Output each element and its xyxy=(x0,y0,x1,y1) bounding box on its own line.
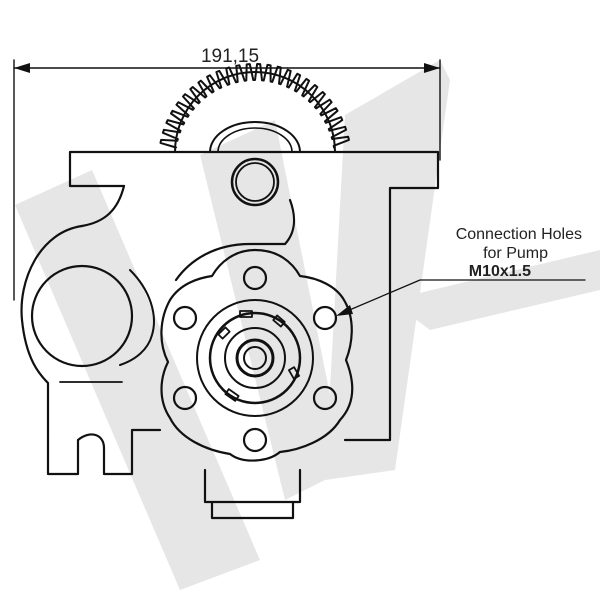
mounting-flange xyxy=(68,150,440,292)
dimension-line xyxy=(13,59,441,301)
w-logo-watermark xyxy=(15,60,600,590)
callout-line-1: Connection Holes xyxy=(456,226,582,243)
callout-line-2: for Pump xyxy=(483,245,548,262)
side-lug xyxy=(20,224,162,476)
connection-hole-upper-right xyxy=(312,305,338,331)
callout-leader xyxy=(339,279,586,315)
connection-hole-bottom xyxy=(242,427,268,453)
pump-hub xyxy=(196,299,314,417)
connection-hole-upper-left xyxy=(172,305,198,331)
connection-hole-lower-right xyxy=(312,385,338,411)
callout-thread-spec: M10x1.5 xyxy=(469,263,531,280)
o-ring xyxy=(230,157,280,207)
gear-icon xyxy=(159,63,350,153)
dimension-value: 191,15 xyxy=(201,46,259,67)
connection-hole-lower-left xyxy=(172,385,198,411)
output-shaft xyxy=(203,468,302,520)
housing-body xyxy=(80,184,392,442)
callout-arrow xyxy=(336,305,353,316)
dimension-arrow-right xyxy=(424,63,440,73)
pump-flange xyxy=(160,248,354,462)
lug-hole xyxy=(30,264,134,368)
connection-hole-top xyxy=(242,265,268,291)
dimension-arrow-left xyxy=(14,63,30,73)
